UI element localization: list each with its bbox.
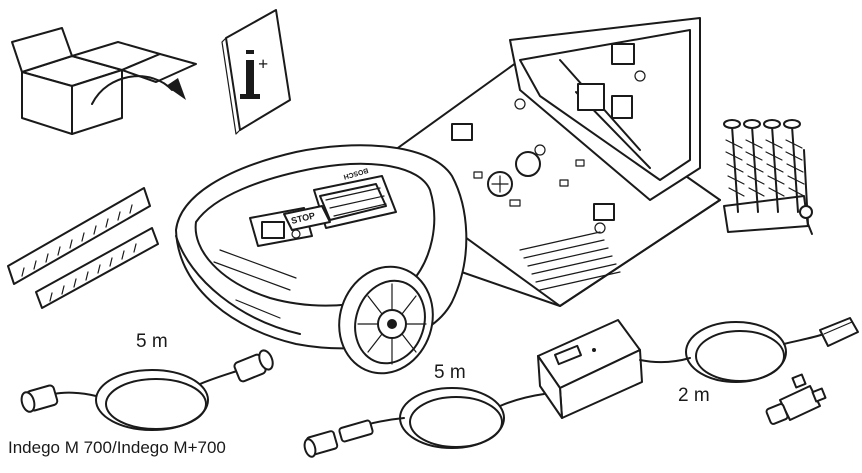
peg — [723, 119, 745, 213]
cable-length-label: 2 m — [678, 385, 710, 406]
docking-station-icon — [369, 17, 721, 307]
box-icon — [11, 27, 197, 135]
model-caption: Indego M 700/Indego M+700 — [8, 438, 226, 457]
svg-text:+: + — [258, 54, 268, 74]
extension-cable-icon — [20, 349, 274, 431]
mower-icon: STOP BOSCH — [175, 144, 468, 375]
peg — [783, 119, 805, 213]
connector-left — [20, 384, 59, 413]
manual-icon: i+ + — [221, 9, 291, 135]
power-supply-icon — [303, 317, 859, 458]
peg — [763, 119, 785, 213]
tape-strip — [7, 187, 151, 285]
pegs-icon — [723, 119, 813, 235]
cable-length-label: 5 m — [136, 331, 168, 352]
cable-length-label: 5 m — [434, 362, 466, 383]
peg — [743, 119, 765, 213]
connector-icon — [765, 373, 827, 425]
connector-right — [233, 349, 274, 383]
tape-strip — [35, 227, 159, 309]
tape-strips-icon — [7, 187, 159, 309]
